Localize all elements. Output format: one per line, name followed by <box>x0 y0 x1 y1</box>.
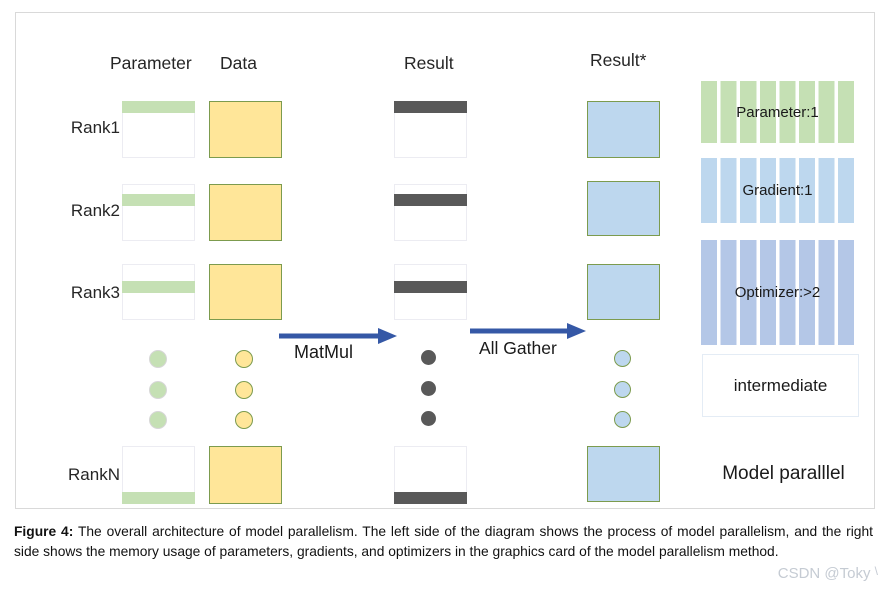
ellipsis-dot-parameter <box>149 411 167 429</box>
diagram-frame: Parameter Data Result Result* Rank1 Rank… <box>15 12 875 509</box>
figure-caption: Figure 4: The overall architecture of mo… <box>14 522 873 561</box>
rank-label-2: Rank2 <box>70 201 120 220</box>
ellipsis-dot-data <box>235 381 253 399</box>
legend-parameter-memory: Parameter:1 <box>701 81 854 143</box>
result-shard-stripe <box>394 281 467 293</box>
matmul-label: MatMul <box>294 342 354 362</box>
csdn-watermark: CSDN @Toky \ <box>778 564 878 582</box>
column-header-result: Result <box>404 53 454 73</box>
legend-intermediate-label: intermediate <box>733 375 828 395</box>
ellipsis-dot-result <box>421 381 436 396</box>
ellipsis-dot-parameter <box>149 350 167 368</box>
legend-gradient-label: Gradient:1 <box>742 182 813 199</box>
ellipsis-dot-result-star <box>614 381 631 398</box>
result-shard-stripe <box>394 194 467 206</box>
rankn-result-box <box>394 446 467 504</box>
rank3-result-star-box <box>587 264 660 320</box>
rankn-data-box <box>209 446 282 504</box>
ellipsis-dot-parameter <box>149 381 167 399</box>
result-shard-stripe <box>394 492 467 504</box>
rank2-result-box <box>394 184 467 241</box>
matmul-arrow-icon <box>279 328 397 344</box>
column-header-result-star: Result* <box>590 50 647 70</box>
rankn-result-star-box <box>587 446 660 502</box>
rank1-result-box <box>394 101 467 158</box>
all-gather-arrow-icon <box>470 323 586 339</box>
legend-gradient-memory: Gradient:1 <box>701 158 854 223</box>
ellipsis-dot-result <box>421 350 436 365</box>
result-shard-stripe <box>394 101 467 113</box>
ellipsis-dot-result-star <box>614 411 631 428</box>
ellipsis-dot-result <box>421 411 436 426</box>
rank3-data-box <box>209 264 282 320</box>
figure-caption-text: The overall architecture of model parall… <box>14 524 873 559</box>
rank1-result-star-box <box>587 101 660 158</box>
legend-parameter-label: Parameter:1 <box>736 103 819 121</box>
rank2-data-box <box>209 184 282 241</box>
watermark-tick-icon: \ <box>874 564 878 578</box>
rank-label-1: Rank1 <box>70 118 120 137</box>
ellipsis-dot-data <box>235 411 253 429</box>
column-header-parameter: Parameter <box>110 53 192 73</box>
rank2-parameter-box <box>122 184 195 241</box>
rank2-result-star-box <box>587 181 660 236</box>
mode-label: Model paralllel <box>722 463 845 484</box>
rank-label-n: RankN <box>68 465 120 484</box>
all-gather-label: All Gather <box>479 338 557 358</box>
parameter-shard-stripe <box>122 194 195 206</box>
rank-label-3: Rank3 <box>70 283 120 302</box>
parameter-shard-stripe <box>122 281 195 293</box>
parameter-shard-stripe <box>122 101 195 113</box>
rank3-result-box <box>394 264 467 320</box>
ellipsis-dot-data <box>235 350 253 368</box>
figure-caption-number: Figure 4: <box>14 524 74 539</box>
legend-optimizer-label: Optimizer:>2 <box>734 284 821 301</box>
column-header-data: Data <box>220 53 257 73</box>
ellipsis-dot-result-star <box>614 350 631 367</box>
parameter-shard-stripe <box>122 492 195 504</box>
rank1-data-box <box>209 101 282 158</box>
rank3-parameter-box <box>122 264 195 320</box>
legend-optimizer-memory: Optimizer:>2 <box>701 240 854 345</box>
rankn-parameter-box <box>122 446 195 504</box>
rank1-parameter-box <box>122 101 195 158</box>
watermark-text: CSDN @Toky <box>777 565 871 582</box>
legend-intermediate-box: intermediate <box>702 354 859 417</box>
